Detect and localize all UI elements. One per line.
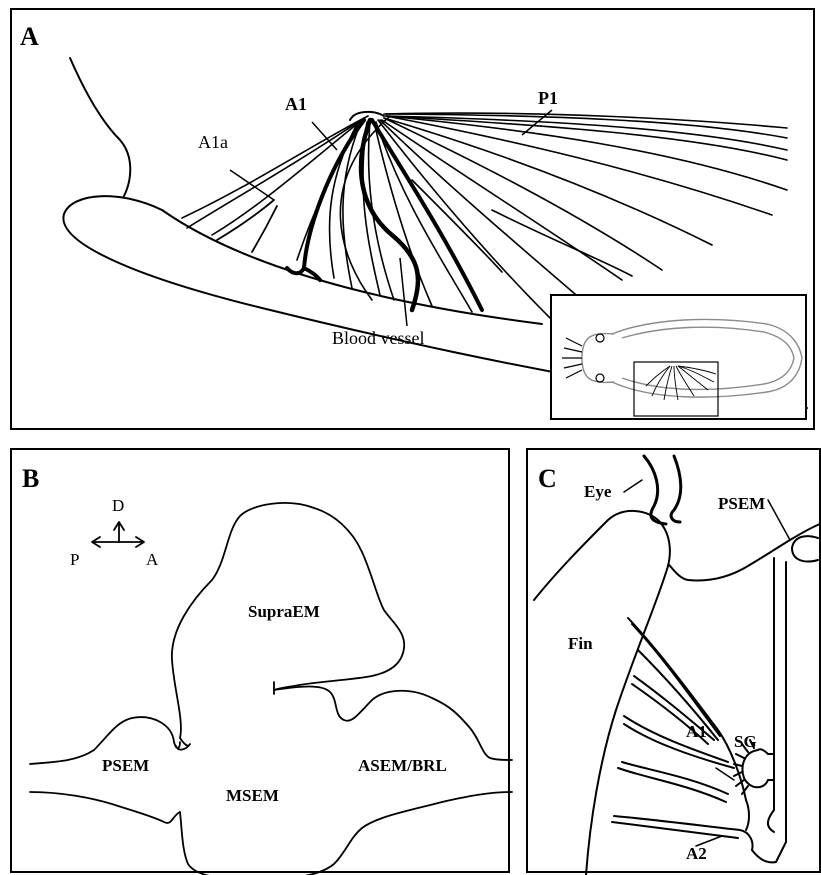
body-upper-contour [668, 524, 820, 580]
panel-a: A A1 A1a P1 Blood vessel [10, 8, 815, 430]
label-a1: A1 [686, 722, 707, 742]
psem-cap-outline [792, 536, 818, 548]
panel-c-drawing [528, 450, 821, 875]
axis-label-a: A [146, 550, 158, 570]
panel-c-letter: C [538, 464, 557, 494]
label-fin: Fin [568, 634, 593, 654]
panel-b: B D P A SupraEM PSEM MSEM ASEM/BRL [10, 448, 510, 873]
label-msem: MSEM [226, 786, 279, 806]
panel-c: C Eye PSEM Fin A1 SG A2 [526, 448, 821, 873]
panel-a-letter: A [20, 22, 39, 52]
label-psem: PSEM [718, 494, 765, 514]
nerve-rays [182, 113, 787, 320]
label-a1: A1 [285, 94, 307, 115]
panel-b-drawing [12, 450, 512, 875]
axis-label-d: D [112, 496, 124, 516]
label-psem: PSEM [102, 756, 149, 776]
body-contour [70, 58, 130, 196]
sg-outline [743, 750, 768, 787]
label-supraem: SupraEM [248, 602, 320, 622]
label-p1: P1 [538, 88, 558, 109]
blood-vessel-pointer [400, 258, 407, 326]
label-a1a: A1a [198, 132, 228, 153]
a1a-pointer [230, 170, 274, 200]
axis-label-p: P [70, 550, 79, 570]
inset-overview [550, 294, 807, 420]
label-eye: Eye [584, 482, 611, 502]
label-blood-vessel: Blood vessel [332, 328, 425, 349]
label-sg: SG [734, 732, 757, 752]
label-asem-brl: ASEM/BRL [358, 756, 447, 776]
panel-b-letter: B [22, 464, 39, 494]
label-a2: A2 [686, 844, 707, 864]
